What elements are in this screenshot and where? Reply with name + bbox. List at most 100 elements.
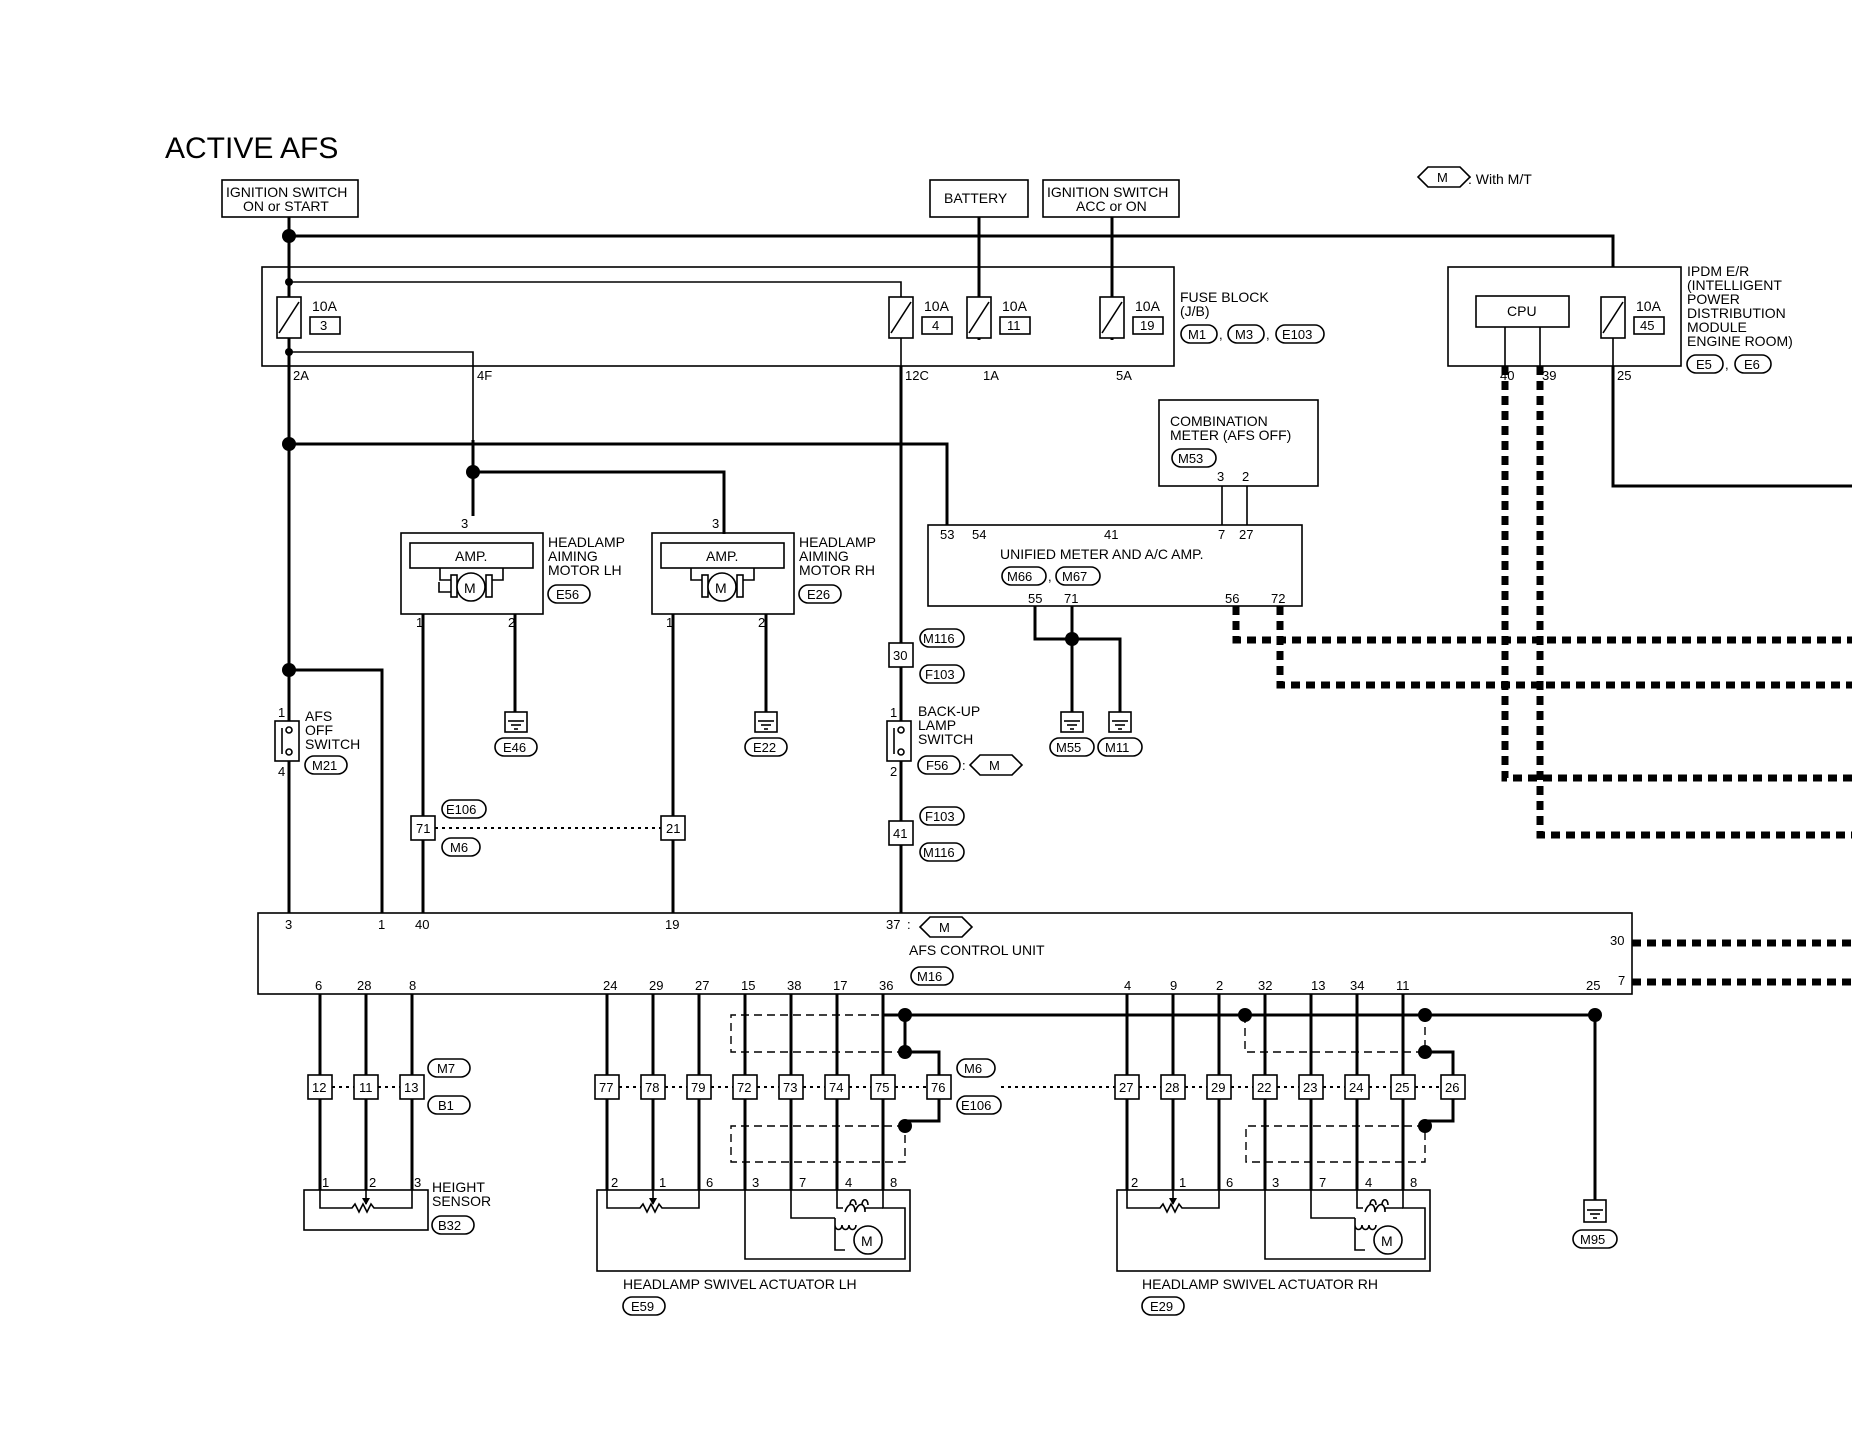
connector-id: E106 (446, 802, 476, 817)
pin-label: 29 (649, 978, 663, 993)
pin-label: 73 (783, 1080, 797, 1095)
connector-id: E56 (556, 587, 579, 602)
pin-label: 41 (893, 826, 907, 841)
pin-label: 7 (1618, 973, 1625, 988)
amp-label: AMP. (706, 548, 738, 564)
pin-label: 8 (409, 978, 416, 993)
pin-label: 6 (706, 1175, 713, 1190)
switch-label: SWITCH (305, 736, 360, 752)
connector-id: M16 (917, 969, 942, 984)
inline-connector-21: 21 (660, 815, 686, 841)
sensor-label: SENSOR (432, 1193, 491, 1209)
ground-m11: M11 (1097, 711, 1143, 757)
connector-id: E26 (807, 587, 830, 602)
pin-label: 12 (312, 1080, 326, 1095)
aiming-label: MOTOR RH (799, 562, 875, 578)
pin-label: 3 (712, 516, 719, 531)
pin-label: 13 (404, 1080, 418, 1095)
pin-label: 7 (1319, 1175, 1326, 1190)
pin-label: 8 (1410, 1175, 1417, 1190)
joint-connector-right: 27 28 29 22 23 24 25 26 (1114, 1074, 1466, 1100)
headlamp-swivel-actuator-rh: 2 1 6 3 7 4 8 M HEADLAMP SWIVEL ACTUATOR… (1116, 1175, 1431, 1316)
pin-label: 19 (665, 917, 679, 932)
ipdm-label: MODULE (1687, 319, 1747, 335)
legend: M : With M/T (1416, 166, 1532, 188)
source-ign-acc-on: IGNITION SWITCH ACC or ON (1042, 179, 1180, 218)
pin-label: 1 (322, 1175, 329, 1190)
afs-control-unit-label: AFS CONTROL UNIT (909, 942, 1045, 958)
ground-m95: M95 (1572, 1199, 1618, 1249)
amp-label: AMP. (455, 548, 487, 564)
connector-id: F103 (925, 667, 955, 682)
pin-label: 25 (1395, 1080, 1409, 1095)
pin-label: 2 (1131, 1175, 1138, 1190)
pin-label: 1 (378, 917, 385, 932)
pin-label: 8 (890, 1175, 897, 1190)
pin-label: 5A (1116, 368, 1132, 383)
pin-label: 17 (833, 978, 847, 993)
pin-label: 11 (1396, 978, 1410, 993)
connector-id: E103 (1282, 327, 1312, 342)
pin-label: 25 (1586, 978, 1600, 993)
pin-label: 4F (477, 368, 492, 383)
pin-label: 28 (357, 978, 371, 993)
pin-label: 72 (737, 1080, 751, 1095)
pin-label: 3 (285, 917, 292, 932)
connector-id: E22 (753, 740, 776, 755)
legend-text: : With M/T (1468, 171, 1532, 187)
inline-connector-30: 30 M116 F103 (888, 628, 965, 684)
ground-e22: E22 (744, 711, 788, 757)
ipdm-label: POWER (1687, 291, 1740, 307)
aiming-label: AIMING (548, 548, 598, 564)
pin-label: 76 (931, 1080, 945, 1095)
pin-label: 77 (599, 1080, 613, 1095)
headlamp-aiming-motor-lh: AMP. M 3 1 2 HEADLAMP AIMING MOTOR LH E5… (400, 516, 625, 630)
ground-e46: E46 (494, 711, 538, 757)
pin-label: 54 (972, 527, 986, 542)
ipdm-label: IPDM E/R (1687, 263, 1749, 279)
svg-text:,: , (1725, 357, 1729, 372)
pin-label: 27 (1239, 527, 1253, 542)
motor-symbol: M (715, 580, 727, 596)
backup-lamp-switch[interactable]: 1 2 BACK-UP LAMP SWITCH F56 : M (886, 703, 1024, 779)
pin-label: 3 (1272, 1175, 1279, 1190)
pin-label: 27 (1119, 1080, 1133, 1095)
connector-id: F103 (925, 809, 955, 824)
switch-label: OFF (305, 722, 333, 738)
unified-meter-label: UNIFIED METER AND A/C AMP. (1000, 546, 1204, 562)
pin-label: 24 (603, 978, 617, 993)
pin-label: 30 (893, 648, 907, 663)
connector-id: M95 (1580, 1232, 1605, 1247)
aiming-label: HEADLAMP (548, 534, 625, 550)
pin-label: 26 (1445, 1080, 1459, 1095)
motor-symbol: M (464, 580, 476, 596)
connector-id: B32 (438, 1218, 461, 1233)
connector-id: B1 (438, 1098, 454, 1113)
afs-off-switch[interactable]: 1 4 AFS OFF SWITCH M21 (274, 705, 360, 779)
pin-label: 6 (315, 978, 322, 993)
afs-control-unit: 3 1 40 19 37 : M AFS CONTROL UNIT M16 30… (257, 912, 1633, 995)
connector-id: M11 (1105, 740, 1129, 755)
pin-label: 3 (414, 1175, 421, 1190)
meter-label: COMBINATION (1170, 413, 1268, 429)
pin-label: 56 (1225, 591, 1239, 606)
connector-id: E46 (503, 740, 526, 755)
actuator-label: HEADLAMP SWIVEL ACTUATOR RH (1142, 1276, 1378, 1292)
pin-label: 41 (1104, 527, 1118, 542)
connector-id: M53 (1178, 451, 1203, 466)
pin-label: 7 (1218, 527, 1225, 542)
connector-id: M116 (923, 845, 955, 860)
pin-label: 71 (1064, 591, 1078, 606)
combination-meter: COMBINATION METER (AFS OFF) M53 3 2 (1158, 399, 1319, 487)
pin-label: 34 (1350, 978, 1364, 993)
pin-label: 79 (691, 1080, 705, 1095)
svg-text::: : (907, 917, 911, 932)
connector-id: E5 (1696, 357, 1712, 372)
aiming-label: MOTOR LH (548, 562, 622, 578)
pin-label: 11 (359, 1080, 373, 1095)
pin-label: 39 (1542, 368, 1556, 383)
connector-id: E29 (1150, 1299, 1173, 1314)
source-battery: BATTERY (929, 179, 1029, 218)
switch-label: BACK-UP (918, 703, 980, 719)
pin-label: 2 (758, 615, 765, 630)
